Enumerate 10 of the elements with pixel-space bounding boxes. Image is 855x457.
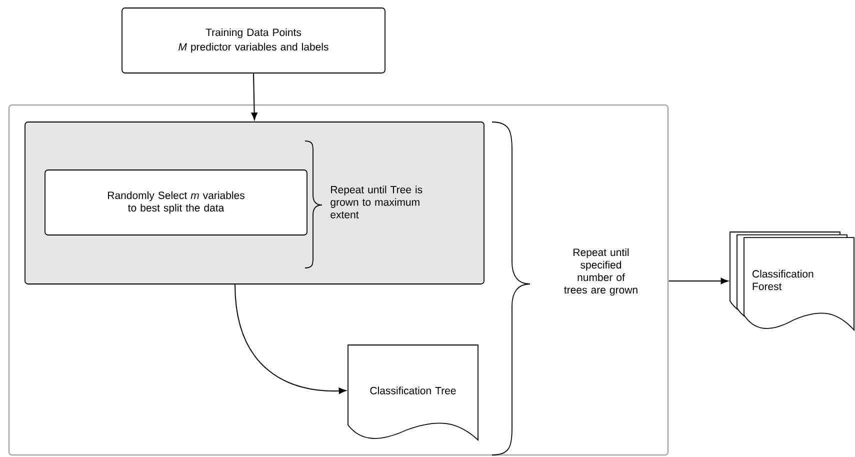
process-box: Training Data Points M predictor variables and labels [122,8,386,74]
arrow [668,278,728,284]
node-label: Classification Forest [752,270,814,290]
process-box: Randomly Select m variables to best split the data [44,170,308,236]
document-stack: Classification Forest [730,232,854,330]
arrow [234,284,346,394]
arrow [251,72,258,120]
container-box [8,104,669,456]
brace-label: Repeat until Tree is grown to maximum extent [330,186,422,218]
brace-label: Repeat until specified number of trees are grown [564,248,638,296]
